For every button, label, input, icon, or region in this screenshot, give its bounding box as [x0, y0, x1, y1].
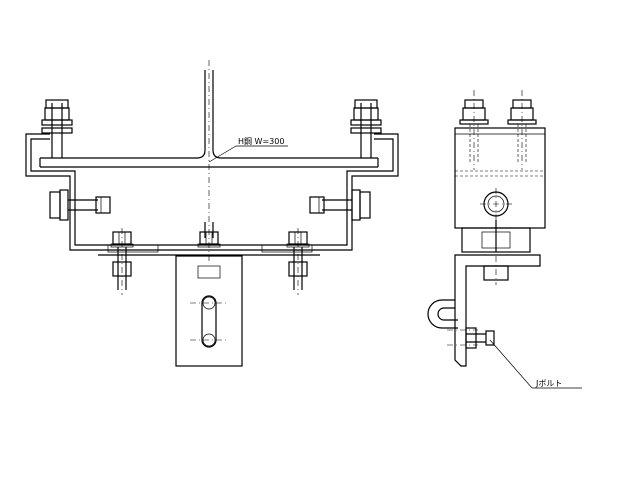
- bottom-bolt-left: [110, 228, 134, 295]
- clamp-bracket: [25, 133, 399, 256]
- j-bolt-label: Jボルト: [535, 379, 562, 388]
- h-beam-callout: H鋼 W=300: [208, 136, 288, 163]
- top-bolt-left: [41, 99, 73, 158]
- side-clamp-body: [454, 127, 546, 253]
- j-bolt-callout: Jボルト: [489, 339, 582, 389]
- side-bolt-right: [309, 189, 371, 221]
- j-bolt: [427, 299, 495, 349]
- h-beam-label: H鋼 W=300: [238, 136, 284, 146]
- bottom-bolt-center: [197, 222, 221, 248]
- side-angle-bracket: [447, 254, 541, 367]
- side-top-bolts: [459, 90, 537, 170]
- front-view: H鋼 W=300: [25, 60, 399, 367]
- hanging-plate: [175, 255, 243, 367]
- h-beam: [39, 60, 379, 262]
- side-view: Jボルト: [427, 90, 582, 389]
- side-bolt-left: [49, 189, 111, 221]
- bottom-bolt-right: [286, 228, 310, 295]
- top-bolt-right: [350, 99, 382, 158]
